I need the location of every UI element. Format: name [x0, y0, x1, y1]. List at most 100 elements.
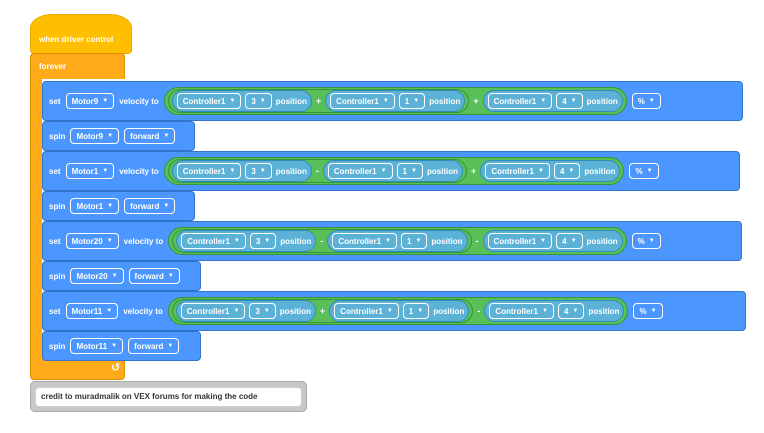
operator-nested-block[interactable]: Controller1▼3▼position+Controller1▼1▼pos… [167, 89, 470, 113]
controller-select-value: Controller1 [182, 96, 226, 106]
controller-position-reporter[interactable]: Controller1▼1▼position [325, 90, 466, 112]
controller-position-reporter[interactable]: Controller1▼1▼position [322, 160, 464, 182]
dropdown-arrow-icon: ▼ [259, 168, 266, 174]
controller-position-reporter[interactable]: Controller1▼3▼position [175, 300, 316, 322]
axis-select[interactable]: 1▼ [396, 163, 423, 179]
axis-select[interactable]: 3▼ [245, 163, 272, 179]
motor-select[interactable]: Motor1▼ [70, 198, 120, 214]
controller-position-reporter[interactable]: Controller1▼4▼position [482, 230, 623, 252]
controller-position-reporter[interactable]: Controller1▼3▼position [171, 90, 312, 112]
operator-add-block[interactable]: Controller1▼3▼position -Controller1▼1▼pos… [168, 227, 627, 255]
direction-select-value: forward [130, 201, 160, 211]
position-label: position [586, 96, 618, 106]
axis-select[interactable]: 3▼ [249, 233, 277, 249]
set-keyword: set [49, 96, 61, 106]
unit-select[interactable]: %▼ [631, 93, 661, 109]
spin-block[interactable]: spin Motor11▼forward▼ [42, 331, 201, 361]
controller-position-reporter[interactable]: Controller1▼4▼position [482, 90, 623, 112]
unit-select[interactable]: %▼ [631, 233, 661, 249]
set-keyword: set [49, 166, 61, 176]
dropdown-arrow-icon: ▼ [229, 98, 236, 104]
operator-symbol: + [473, 96, 479, 106]
operator-nested-block[interactable]: Controller1▼3▼position-Controller1▼1▼pos… [167, 159, 468, 183]
controller-select[interactable]: Controller1▼ [487, 93, 553, 109]
comment-text[interactable]: credit to muradmalik on VEX forums for m… [35, 387, 302, 407]
set-velocity-block[interactable]: set Motor1▼ velocity to Controller1▼3▼posit… [42, 151, 740, 191]
direction-select[interactable]: forward▼ [128, 268, 180, 284]
controller-select[interactable]: Controller1▼ [176, 93, 242, 109]
code-comment[interactable]: credit to muradmalik on VEX forums for m… [30, 381, 307, 412]
axis-select[interactable]: 4▼ [553, 163, 581, 179]
controller-select[interactable]: Controller1▼ [181, 233, 246, 249]
forever-block[interactable]: forever [30, 53, 125, 79]
controller-position-reporter[interactable]: Controller1▼1▼position [327, 230, 468, 252]
operator-nested-block[interactable]: Controller1▼3▼position-Controller1▼1▼pos… [172, 229, 472, 253]
controller-position-reporter[interactable]: Controller1▼3▼position [171, 160, 312, 182]
motor-select[interactable]: Motor11▼ [65, 303, 119, 319]
controller-position-reporter[interactable]: Controller1▼4▼position [484, 300, 625, 322]
dropdown-arrow-icon: ▼ [229, 168, 236, 174]
controller-select[interactable]: Controller1▼ [327, 163, 393, 179]
controller-select[interactable]: Controller1▼ [487, 233, 553, 249]
hat-block-label: when driver control [39, 35, 114, 44]
controller-select[interactable]: Controller1▼ [332, 233, 397, 249]
axis-select[interactable]: 1▼ [398, 93, 426, 109]
axis-select[interactable]: 4▼ [556, 233, 583, 249]
motor-select[interactable]: Motor9▼ [65, 93, 115, 109]
spin-keyword: spin [49, 341, 66, 351]
direction-select[interactable]: forward▼ [128, 338, 180, 354]
axis-select[interactable]: 4▼ [557, 303, 585, 319]
controller-select[interactable]: Controller1▼ [330, 93, 395, 109]
dropdown-arrow-icon: ▼ [410, 168, 417, 174]
controller-select[interactable]: Controller1▼ [334, 303, 399, 319]
controller-select[interactable]: Controller1▼ [485, 163, 550, 179]
operator-add-block[interactable]: Controller1▼3▼position+Controller1▼1▼pos… [163, 87, 627, 115]
unit-select[interactable]: %▼ [633, 303, 663, 319]
controller-select[interactable]: Controller1▼ [489, 303, 554, 319]
dropdown-arrow-icon: ▼ [163, 133, 170, 139]
controller-select[interactable]: Controller1▼ [176, 163, 242, 179]
velocity-to-keyword: velocity to [119, 166, 159, 176]
operator-add-block[interactable]: Controller1▼3▼position+Controller1▼1▼pos… [167, 297, 629, 325]
axis-select[interactable]: 1▼ [402, 303, 430, 319]
dropdown-arrow-icon: ▼ [111, 273, 118, 279]
axis-select[interactable]: 1▼ [400, 233, 428, 249]
axis-select[interactable]: 3▼ [249, 303, 276, 319]
axis-select[interactable]: 4▼ [556, 93, 583, 109]
operator-nested-block[interactable]: Controller1▼3▼position+Controller1▼1▼pos… [171, 299, 474, 323]
motor-select[interactable]: Motor9▼ [70, 128, 120, 144]
controller-select[interactable]: Controller1▼ [180, 303, 246, 319]
controller-position-reporter[interactable]: Controller1▼1▼position [329, 300, 470, 322]
position-label: position [429, 96, 461, 106]
position-label: position [433, 306, 465, 316]
motor-select[interactable]: Motor20▼ [70, 268, 124, 284]
motor-select[interactable]: Motor20▼ [65, 233, 119, 249]
direction-select[interactable]: forward▼ [124, 128, 176, 144]
controller-select-value: Controller1 [493, 236, 537, 246]
operator-add-block[interactable]: Controller1▼3▼position-Controller1▼1▼pos… [163, 157, 625, 185]
operator-symbol: + [315, 96, 322, 106]
dropdown-arrow-icon: ▼ [107, 133, 114, 139]
motor-select[interactable]: Motor1▼ [65, 163, 115, 179]
direction-select-value: forward [130, 131, 160, 141]
controller-position-reporter[interactable]: Controller1▼3▼position [176, 230, 317, 252]
motor-select[interactable]: Motor11▼ [70, 338, 124, 354]
unit-select-value: % [637, 236, 645, 246]
forever-block-arm [30, 78, 42, 360]
direction-select[interactable]: forward▼ [124, 198, 176, 214]
axis-select-value: 1 [404, 96, 410, 106]
unit-select[interactable]: %▼ [629, 163, 659, 179]
axis-select[interactable]: 3▼ [245, 93, 272, 109]
controller-position-reporter[interactable]: Controller1▼4▼position [480, 160, 621, 182]
operator-symbol: - [477, 306, 481, 316]
dropdown-arrow-icon: ▼ [570, 98, 577, 104]
dropdown-arrow-icon: ▼ [167, 343, 174, 349]
when-driver-control-hat-block[interactable]: when driver control [30, 14, 132, 54]
operator-symbol: - [475, 236, 479, 246]
